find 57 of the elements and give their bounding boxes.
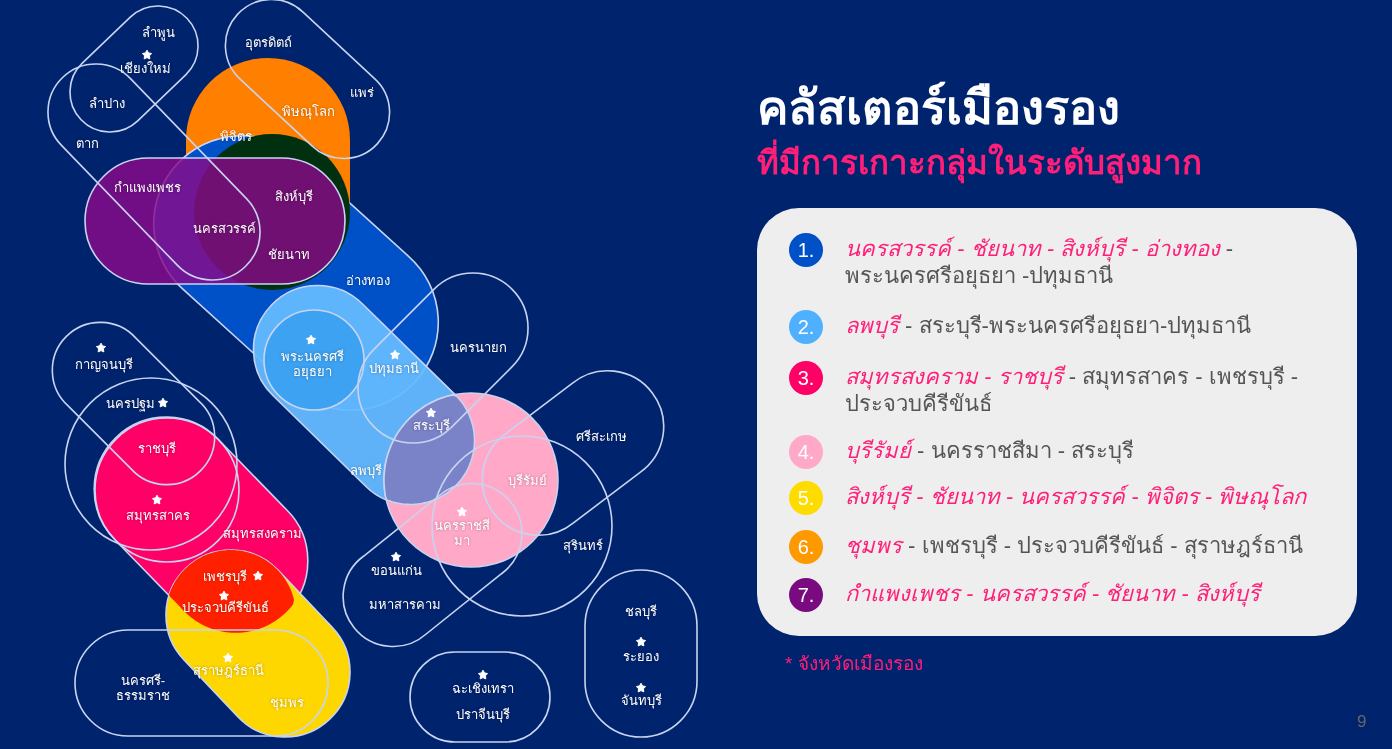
province-name: สระบุรี (412, 417, 450, 433)
list-number: 1. (796, 238, 816, 263)
province-name: พิษณุโลก (281, 103, 335, 119)
province-name: บุรีรัมย์ (507, 472, 547, 488)
list-number: 3. (796, 366, 816, 391)
province-name: กาญจนบุรี (75, 356, 133, 372)
province-name: อ่างทอง (346, 272, 390, 288)
province-name: ลพบุรี (350, 462, 382, 478)
province-name: ระยอง (623, 648, 659, 664)
province-name: นครศรี-ธรรมราช (115, 673, 171, 703)
legend-text: สมุทรสงคราม - ราชบุรี - สมุทรสาคร - เพชรบุรี - ประจวบคีรีขันธ์ (845, 363, 1300, 417)
province-name: ตาก (75, 135, 99, 151)
province-name: สมุทรสงคราม (222, 525, 302, 541)
province-name: สุราษฎร์ธานี (192, 662, 264, 678)
province-name: สิงห์บุรี (275, 188, 313, 204)
subtitle: ที่มีการเกาะกลุ่มในระดับสูงมาก (757, 140, 1202, 186)
province-name: สุรินทร์ (563, 537, 603, 553)
legend-text: กำแพงเพชร - นครสวรรค์ - ชัยนาท - สิงห์บุรี (845, 580, 1340, 607)
legend-text: ชุมพร - เพชรบุรี - ประจวบคีรีขันธ์ - สุราษฎร์ธานี (845, 532, 1304, 559)
list-number: 2. (796, 315, 816, 340)
province-name: เพชรบุรี (203, 568, 247, 584)
title: คลัสเตอร์เมืองรอง (757, 80, 1120, 136)
legend-text: สิงห์บุรี - ชัยนาท - นครสวรรค์ - พิจิตร - พิษณุโลก (845, 483, 1308, 510)
province-name: เชียงใหม่ (119, 60, 171, 76)
province-name: นครนายก (449, 339, 507, 355)
province-name: ชัยนาท (268, 246, 310, 262)
province-name: ชลบุรี (625, 603, 657, 619)
list-number: 5. (796, 486, 816, 511)
province-name: ฉะเชิงเทรา (452, 680, 514, 696)
province-name: กำแพงเพชร (113, 179, 181, 195)
province-name: มหาสารคาม (369, 596, 441, 612)
list-number: 6. (796, 535, 816, 560)
province-name: ประจวบคีรีขันธ์ (182, 599, 270, 615)
province-name: อุตรดิตถ์ (244, 34, 292, 50)
list-number: 4. (796, 440, 816, 465)
province-name: นครราชสีมา (433, 518, 491, 548)
list-number: 7. (796, 583, 816, 608)
province-name: พระนครศรีอยุธยา (279, 349, 345, 379)
legend-text: นครสวรรค์ - ชัยนาท - สิงห์บุรี - อ่างทอง - พระนครศรีอยุธยา -ปทุมธานี (845, 235, 1235, 289)
province-name: แพร่ (350, 84, 374, 100)
province-name: ลำปาง (89, 95, 125, 111)
legend-text: บุรีรัมย์ - นครราชสีมา - สระบุรี (845, 437, 1136, 464)
province-name: พิจิตร (220, 128, 252, 144)
province-name: สมุทรสาคร (126, 507, 190, 523)
province-name: ราชบุรี (138, 440, 176, 456)
province-name: ปทุมธานี (369, 360, 419, 376)
footnote: * จังหวัดเมืองรอง (785, 652, 923, 676)
province-name: นครสวรรค์ (192, 220, 256, 236)
legend-text: ลพบุรี - สระบุรี-พระนครศรีอยุธยา-ปทุมธานี (845, 312, 1253, 339)
province-name: จันทบุรี (620, 692, 662, 708)
province-name: ปราจีนบุรี (456, 706, 510, 722)
province-name: ชุมพร (270, 694, 304, 710)
province-name: ขอนแก่น (370, 562, 422, 578)
page-number: 9 (1357, 712, 1367, 732)
province-name: นครปฐม (105, 395, 155, 411)
province-name: ศรีสะเกษ (575, 428, 627, 444)
province-name: ลำพูน (141, 24, 175, 40)
